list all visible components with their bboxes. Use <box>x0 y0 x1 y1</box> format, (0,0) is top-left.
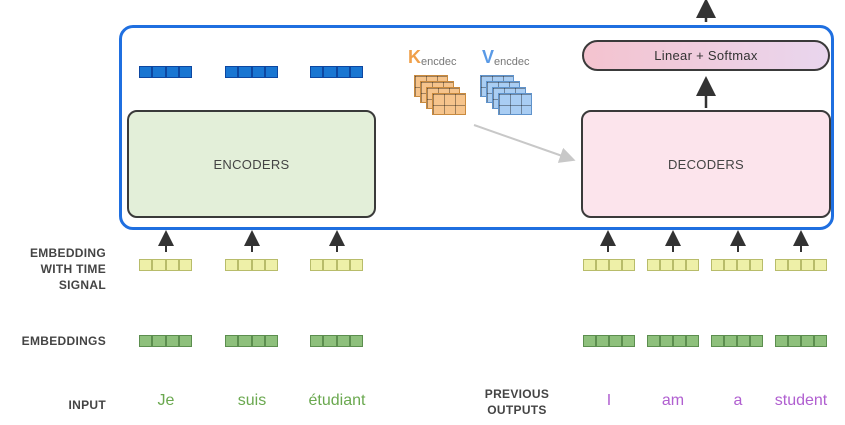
input-word: suis <box>237 392 267 409</box>
row-label-line: OUTPUTS <box>487 403 547 417</box>
output-word: a <box>733 392 743 409</box>
decoders-label: DECODERS <box>667 156 745 172</box>
encoder-output-vector <box>139 66 192 78</box>
input-word: étudiant <box>308 392 366 409</box>
linear-softmax-box: Linear + Softmax <box>582 40 830 71</box>
embedding-vector <box>583 335 635 347</box>
embedding-vector <box>775 335 827 347</box>
row-label-line: WITH TIME <box>40 262 106 276</box>
embedding-vector <box>139 335 192 347</box>
input-label: INPUT <box>68 398 106 412</box>
time-signal-vector <box>583 259 635 271</box>
time-signal-vector <box>775 259 827 271</box>
embedding-vector <box>225 335 278 347</box>
previous-outputs-label: PREVIOUS OUTPUTS <box>470 386 564 418</box>
time-signal-vector <box>647 259 699 271</box>
time-signal-vector <box>711 259 763 271</box>
embedding-time-signal-label: EMBEDDING WITH TIME SIGNAL <box>0 245 106 293</box>
encoder-output-vector <box>225 66 278 78</box>
linear-softmax-label: Linear + Softmax <box>654 48 758 63</box>
k-matrix-card <box>432 93 466 115</box>
output-word: student <box>774 392 828 409</box>
output-word: I <box>606 392 612 409</box>
time-signal-vector <box>310 259 363 271</box>
input-word: Je <box>157 392 175 409</box>
v-matrix-card <box>498 93 532 115</box>
transformer-frame <box>119 25 834 230</box>
kv-to-decoder-arrow <box>473 124 576 163</box>
encoders-label: ENCODERS <box>213 156 290 172</box>
v-subscript: encdec <box>494 56 530 68</box>
embedding-vector <box>310 335 363 347</box>
encoder-output-vector <box>310 66 363 78</box>
time-signal-vector <box>225 259 278 271</box>
k-letter: K <box>408 47 421 67</box>
row-label-line: SIGNAL <box>58 278 106 292</box>
decoders-box: DECODERS <box>581 110 831 218</box>
output-word: am <box>661 392 685 409</box>
k-subscript: encdec <box>421 56 457 68</box>
k-encdec-label: Kencdec <box>408 47 456 68</box>
row-label-line: PREVIOUS <box>484 387 550 401</box>
embedding-vector <box>711 335 763 347</box>
encoders-box: ENCODERS <box>127 110 376 218</box>
embeddings-label: EMBEDDINGS <box>21 334 106 348</box>
embedding-vector <box>647 335 699 347</box>
v-letter: V <box>482 47 495 67</box>
time-signal-vector <box>139 259 192 271</box>
row-label-line: EMBEDDING <box>29 246 106 260</box>
v-encdec-label: Vencdec <box>482 47 530 68</box>
